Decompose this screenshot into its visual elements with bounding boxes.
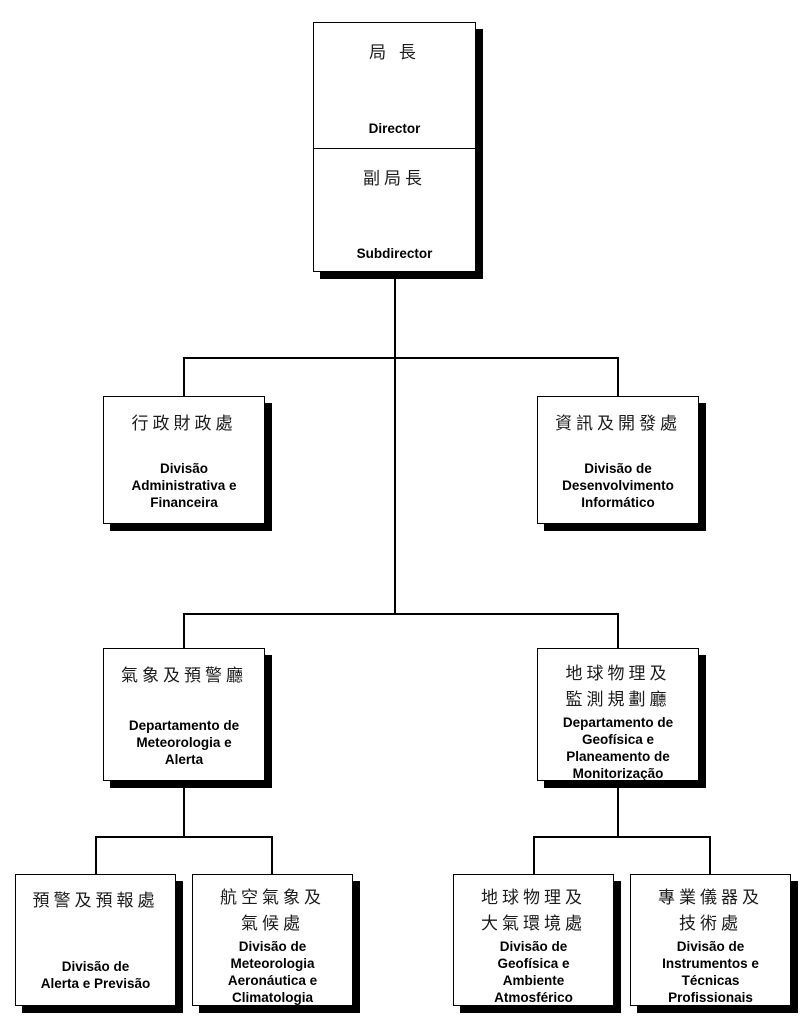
geo-label-pt: Departamento de Geofísica e Planeamento …: [562, 714, 674, 781]
node-subdirector: 副局長 Subdirector: [314, 148, 475, 273]
connector-instr-drop: [709, 836, 711, 874]
geo-label-zh: 地球物理及 監測規劃廳: [565, 664, 671, 710]
connector-amb-drop: [533, 836, 535, 874]
connector-met-down: [183, 781, 185, 838]
director-title-pt: Director: [368, 121, 421, 136]
node-divisao-administrativa-financeira: 行政財政處 Divisão Administrativa e Financeir…: [103, 396, 265, 524]
amb-label-pt: Divisão de Geofísica e Ambiente Atmosfér…: [494, 938, 573, 1005]
alerta-label-pt: Divisão de Alerta e Previsão: [40, 959, 151, 991]
aero-label-pt: Divisão de Meteorologia Aeronáutica e Cl…: [227, 938, 318, 1005]
connector-level2-left-drop: [183, 357, 185, 396]
met-label-zh: 氣象及預警廳: [121, 666, 247, 685]
admin-label-pt: Divisão Administrativa e Financeira: [131, 461, 237, 510]
connector-level4-right-horizontal: [533, 836, 711, 838]
connector-root-vertical: [394, 272, 396, 358]
connector-alerta-drop: [95, 836, 97, 874]
connector-level2-horizontal: [183, 357, 619, 359]
met-label-pt: Departamento de Meteorologia e Alerta: [128, 718, 240, 767]
subdirector-title-zh: 副局長: [363, 169, 426, 188]
connector-aero-drop: [271, 836, 273, 874]
node-divisao-meteorologia-aeronautica-climatologia: 航空氣象及 氣候處 Divisão de Meteorologia Aeroná…: [192, 874, 353, 1006]
node-director: 局 長 Director: [314, 23, 475, 148]
connector-center-vertical: [394, 357, 396, 615]
director-title-zh: 局 長: [369, 43, 420, 62]
connector-geo-down: [617, 781, 619, 838]
alerta-label-zh: 預警及預報處: [32, 891, 159, 910]
info-label-zh: 資訊及開發處: [555, 414, 681, 433]
node-director-subdirector: 局 長 Director 副局長 Subdirector: [313, 22, 476, 272]
subdirector-title-pt: Subdirector: [356, 246, 433, 261]
instr-label-pt: Divisão de Instrumentos e Técnicas Profi…: [662, 938, 759, 1005]
node-divisao-instrumentos-tecnicas: 專業儀器及 技術處 Divisão de Instrumentos e Técn…: [630, 874, 791, 1006]
connector-level3-left-drop: [183, 613, 185, 648]
info-label-pt: Divisão de Desenvolvimento Informático: [562, 461, 674, 510]
amb-label-zh: 地球物理及 大氣環境處: [481, 888, 586, 934]
instr-label-zh: 專業儀器及 技術處: [658, 888, 763, 934]
connector-level3-horizontal: [183, 613, 619, 615]
node-divisao-alerta-previsao: 預警及預報處 Divisão de Alerta e Previsão: [15, 874, 176, 1006]
node-divisao-geofisica-ambiente-atmosferico: 地球物理及 大氣環境處 Divisão de Geofísica e Ambie…: [453, 874, 614, 1006]
connector-level3-right-drop: [617, 613, 619, 648]
node-departamento-meteorologia-alerta: 氣象及預警廳 Departamento de Meteorologia e Al…: [103, 648, 265, 781]
node-divisao-desenvolvimento-informatico: 資訊及開發處 Divisão de Desenvolvimento Inform…: [537, 396, 699, 524]
aero-label-zh: 航空氣象及 氣候處: [220, 888, 325, 934]
connector-level2-right-drop: [617, 357, 619, 396]
connector-level4-left-horizontal: [95, 836, 273, 838]
admin-label-zh: 行政財政處: [131, 414, 237, 433]
node-departamento-geofisica-planeamento: 地球物理及 監測規劃廳 Departamento de Geofísica e …: [537, 648, 699, 781]
